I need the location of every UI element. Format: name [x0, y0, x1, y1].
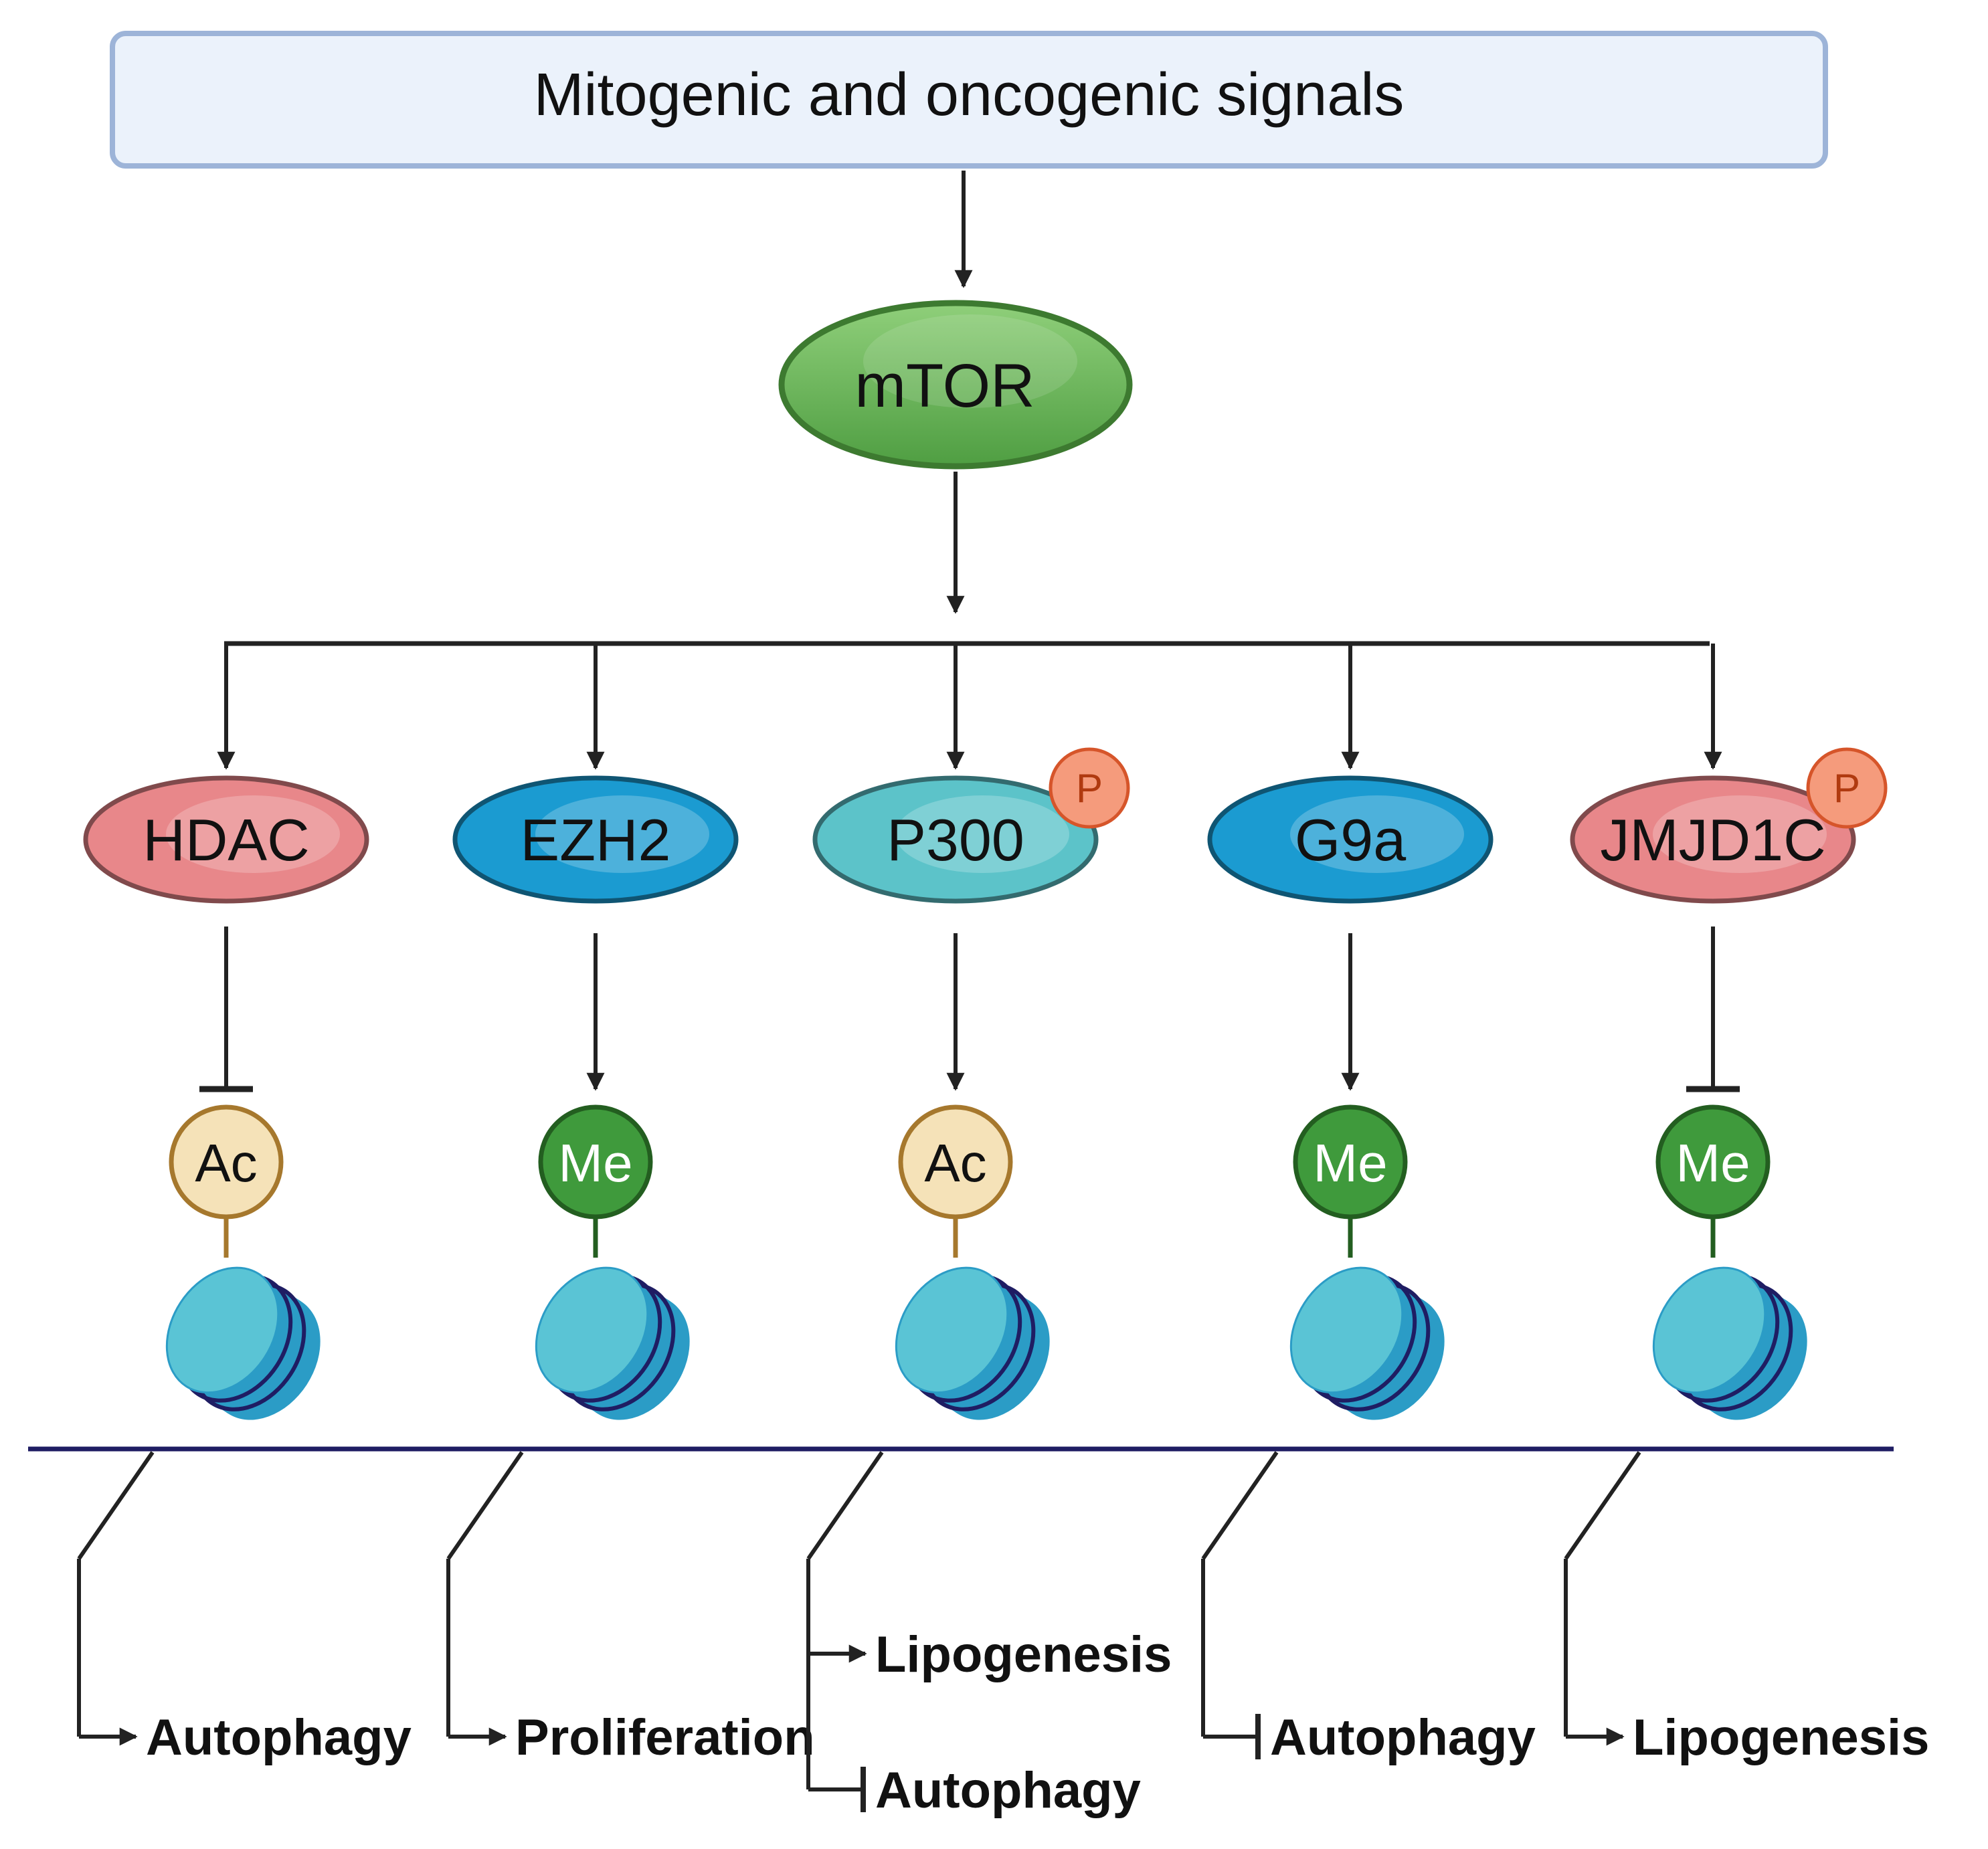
ezh2-enzyme-label: EZH2 — [521, 807, 671, 873]
p300-enzyme-highlight — [895, 795, 1069, 873]
hdac-nucleosome-face — [165, 1266, 280, 1394]
p300-mark-label: Ac — [924, 1133, 986, 1193]
ezh2-nucleosome-face — [535, 1266, 649, 1394]
jmjd1c-mark-circle — [1655, 1104, 1771, 1220]
g9a-nucleosome-face — [1289, 1266, 1404, 1394]
mtor-ellipse — [778, 300, 1133, 470]
mtor-highlight — [863, 314, 1077, 408]
jmjd1c-phospho-badge — [1806, 747, 1888, 829]
ezh2-outcome-label-0: Proliferation — [515, 1709, 815, 1766]
hdac-outcome-diagonal — [77, 1451, 155, 1560]
p300-outcome-label-0: Lipogenesis — [875, 1626, 1172, 1683]
g9a-enzyme-label: G9a — [1295, 807, 1406, 873]
jmjd1c-outcome-diagonal — [1564, 1451, 1641, 1560]
signals-box-frame — [110, 31, 1828, 169]
g9a-outcome-diagonal — [1201, 1451, 1279, 1560]
g9a-enzyme-ellipse — [1207, 775, 1494, 904]
p300-mark-circle — [898, 1104, 1013, 1220]
g9a-outcome-label-0: Autophagy — [1270, 1709, 1536, 1766]
jmjd1c-phospho-label: P — [1833, 766, 1860, 811]
jmjd1c-nucleosome — [1652, 1266, 1807, 1420]
ezh2-nucleosome — [535, 1266, 690, 1420]
ezh2-mark-circle — [538, 1104, 653, 1220]
hdac-enzyme-highlight — [166, 795, 340, 873]
jmjd1c-enzyme-ellipse — [1570, 775, 1856, 904]
p300-phospho-badge — [1049, 747, 1130, 829]
p300-nucleosome — [895, 1266, 1050, 1420]
ezh2-mark-label: Me — [558, 1133, 632, 1193]
hdac-outcome-label-0: Autophagy — [146, 1709, 412, 1766]
mtor-label: mTOR — [854, 352, 1034, 420]
p300-enzyme-ellipse — [812, 775, 1099, 904]
ezh2-outcome-diagonal — [446, 1451, 524, 1560]
signals-label: Mitogenic and oncogenic signals — [534, 62, 1405, 128]
jmjd1c-outcome-label-0: Lipogenesis — [1633, 1709, 1929, 1766]
p300-outcome-label-1: Autophagy — [875, 1762, 1141, 1819]
p300-enzyme-label: P300 — [887, 807, 1024, 873]
jmjd1c-enzyme-highlight — [1653, 795, 1827, 873]
g9a-enzyme-highlight — [1290, 795, 1464, 873]
hdac-enzyme-ellipse — [83, 775, 369, 904]
ezh2-enzyme-highlight — [535, 795, 709, 873]
jmjd1c-nucleosome-face — [1652, 1266, 1767, 1394]
g9a-mark-circle — [1293, 1104, 1408, 1220]
hdac-mark-label: Ac — [195, 1133, 257, 1193]
g9a-nucleosome — [1289, 1266, 1445, 1420]
p300-nucleosome-face — [895, 1266, 1009, 1394]
jmjd1c-mark-label: Me — [1676, 1133, 1750, 1193]
signals-box: Mitogenic and oncogenic signals — [110, 31, 1828, 169]
g9a-mark-label: Me — [1313, 1133, 1387, 1193]
dna-strand — [27, 1446, 1894, 1453]
hdac-nucleosome — [165, 1266, 321, 1420]
ezh2-enzyme-ellipse — [452, 775, 739, 904]
jmjd1c-enzyme-label: JMJD1C — [1600, 807, 1825, 873]
p300-phospho-label: P — [1076, 766, 1103, 811]
hdac-enzyme-label: HDAC — [143, 807, 309, 873]
p300-outcome-diagonal — [806, 1451, 884, 1560]
mtor-node: mTOR — [778, 300, 1133, 470]
hdac-mark-circle — [169, 1104, 284, 1220]
